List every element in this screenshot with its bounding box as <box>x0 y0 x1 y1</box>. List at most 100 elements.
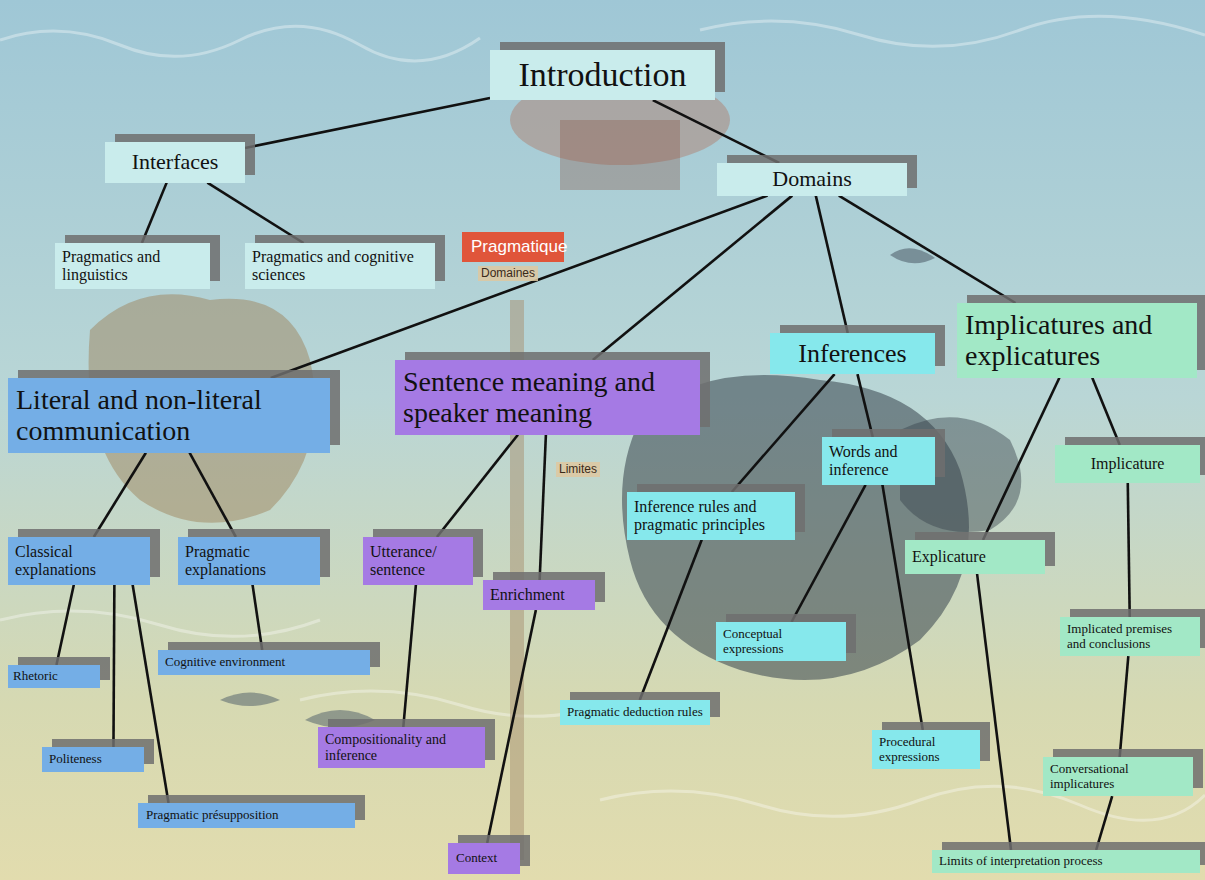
signpost-label: Domaines <box>478 266 538 281</box>
topic-text: Pragmatics and linguistics <box>62 248 203 284</box>
connector-stroke <box>882 485 922 730</box>
connector-line <box>540 435 546 580</box>
connector-line <box>403 585 416 727</box>
connector-stroke <box>983 378 1059 540</box>
connector-line <box>977 574 1011 850</box>
connector-stroke <box>437 435 518 537</box>
topic-text: Pragmatic explanations <box>185 543 313 579</box>
connector-line <box>487 610 536 843</box>
connector-stroke <box>142 183 167 243</box>
topic-text: Implicated premises and conclusions <box>1067 622 1193 651</box>
connector-stroke <box>653 100 779 163</box>
topic-box: Pragmatics and linguistics <box>55 243 210 289</box>
connector-line <box>56 585 73 665</box>
connector-line <box>207 183 303 243</box>
topic-text: Domains <box>723 167 901 192</box>
topic-box: Classical explanations <box>8 537 150 585</box>
connector-line <box>94 453 146 537</box>
topic-text: Implicature <box>1061 455 1194 473</box>
topic-box: Implicature <box>1055 445 1200 483</box>
connector-line <box>983 378 1059 540</box>
connector-stroke <box>640 540 702 700</box>
connector-line <box>1096 796 1112 850</box>
connector-stroke <box>94 453 146 537</box>
connector-line <box>437 435 518 537</box>
connector-stroke <box>540 435 546 580</box>
connector-stroke <box>839 196 1016 303</box>
connector-stroke <box>112 585 115 747</box>
topic-box: Words and inference <box>822 437 935 485</box>
connector-stroke <box>56 585 73 665</box>
topic-box: Compositionality and inference <box>318 727 485 768</box>
connector-line <box>792 485 866 622</box>
topic-box: Pragmatics and cognitive sciences <box>245 243 435 289</box>
connector-stroke <box>403 585 416 727</box>
signpost-label: Limites <box>556 462 600 477</box>
connector-stroke <box>857 374 872 437</box>
connector-stroke <box>245 98 490 148</box>
topic-box: Inferences <box>770 333 935 374</box>
connector-stroke <box>1120 656 1129 757</box>
topic-text: Conceptual expressions <box>723 627 839 656</box>
connector-line <box>1120 656 1129 757</box>
topic-text: Procedural expressions <box>879 735 973 764</box>
connector-stroke <box>1128 483 1130 617</box>
topic-text: Conversational implicatures <box>1050 762 1186 791</box>
connector-stroke <box>816 196 848 333</box>
topic-box: Procedural expressions <box>872 730 980 769</box>
connector-line <box>190 453 236 537</box>
topic-box: Inference rules and pragmatic principles <box>627 492 795 540</box>
connector-stroke <box>732 374 835 492</box>
topic-box: Implicated premises and conclusions <box>1060 617 1200 656</box>
connector-line <box>142 183 167 243</box>
topic-box: Sentence meaning and speaker meaning <box>395 360 700 435</box>
connector-line <box>653 100 779 163</box>
topic-text: Compositionality and inference <box>325 732 478 763</box>
topic-text: Cognitive environment <box>165 655 363 670</box>
connector-line <box>245 98 490 148</box>
topic-box: Introduction <box>490 50 715 100</box>
connector-stroke <box>593 196 792 360</box>
topic-text: Enrichment <box>490 586 588 604</box>
topic-box: Enrichment <box>483 580 595 610</box>
connector-line <box>732 374 835 492</box>
topic-text: Limits of interpretation process <box>939 854 1193 869</box>
topic-text: Inference rules and pragmatic principles <box>634 498 788 534</box>
topic-text: Sentence meaning and speaker meaning <box>403 366 692 429</box>
connector-stroke <box>253 585 263 650</box>
topic-text: Pragmatic présupposition <box>146 808 347 823</box>
topic-text: Pragmatic deduction rules <box>567 705 703 720</box>
connector-line <box>882 485 922 730</box>
topic-box: Context <box>448 843 520 874</box>
connector-stroke <box>1092 378 1119 445</box>
connector-stroke <box>190 453 236 537</box>
topic-box: Literal and non-literal communication <box>8 378 330 453</box>
connector-line <box>113 585 115 747</box>
connector-stroke <box>207 183 303 243</box>
topic-text: Politeness <box>49 752 137 767</box>
topic-box: Implicatures and explicatures <box>957 303 1197 378</box>
topic-box: Limits of interpretation process <box>932 850 1200 873</box>
topic-box: Domains <box>717 163 907 196</box>
topic-text: Explicature <box>912 548 1038 566</box>
connector-line <box>640 540 702 700</box>
topic-text: Words and inference <box>829 443 928 479</box>
connector-line <box>253 585 263 650</box>
connector-line <box>816 196 848 333</box>
topic-box: Utterance/ sentence <box>363 537 473 585</box>
topic-text: Classical explanations <box>15 543 143 579</box>
connector-stroke <box>487 610 536 843</box>
topic-text: Implicatures and explicatures <box>965 309 1189 372</box>
connector-line <box>1128 483 1130 617</box>
topic-box: Pragmatic présupposition <box>138 803 355 828</box>
connector-line <box>857 374 872 437</box>
topic-box: Interfaces <box>105 142 245 183</box>
topic-box: Explicature <box>905 540 1045 574</box>
connector-stroke <box>1096 796 1112 850</box>
topic-text: Introduction <box>498 56 707 94</box>
topic-box: Politeness <box>42 747 144 772</box>
connector-line <box>593 196 792 360</box>
label-sign: Pragmatique <box>468 237 570 258</box>
topic-box: Pragmatic deduction rules <box>560 700 710 725</box>
